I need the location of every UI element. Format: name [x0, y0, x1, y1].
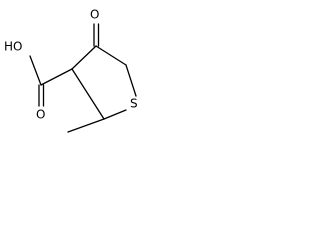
bond-c3-c-acid [40, 68, 73, 86]
bond-c5-s1 [125, 64, 137, 97]
hydroxyl-label: HO [4, 40, 22, 54]
molecule-structure-diagram: O HO O S [4, 8, 138, 133]
bond-c2-c3 [71, 68, 105, 120]
oxygen-ketone-label: O [90, 8, 99, 22]
bond-c-acid-oh [29, 55, 42, 86]
bond-c2-methyl [67, 118, 105, 133]
bond-c4-c5 [95, 45, 127, 66]
sulfur-label: S [130, 97, 138, 111]
bond-c3-c4 [71, 45, 97, 70]
oxygen-carbonyl-label: O [36, 108, 45, 122]
bond-s1-c2 [103, 109, 127, 120]
